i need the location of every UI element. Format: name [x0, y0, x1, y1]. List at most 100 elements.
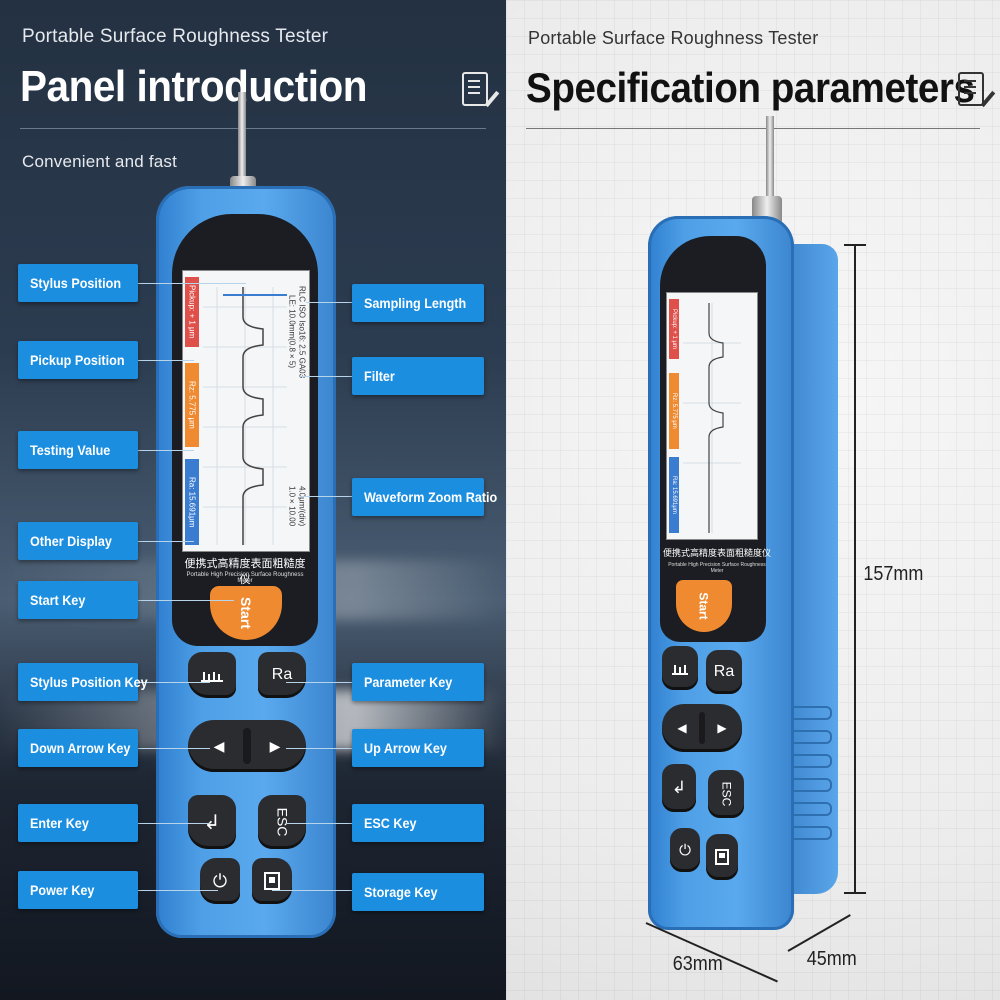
- height-dimension-label: 157mm: [863, 563, 924, 585]
- screen-tab-rz: Rz: 5.775 μm: [669, 373, 679, 449]
- parameter-key[interactable]: Ra: [258, 652, 306, 698]
- enter-icon: ↲: [203, 811, 221, 834]
- esc-key-label: ESC: [273, 807, 290, 837]
- power-icon: ⏻: [679, 841, 691, 859]
- enter-key[interactable]: ↲: [662, 764, 696, 812]
- stylus-position-key[interactable]: [662, 646, 698, 690]
- parameter-key[interactable]: Ra: [706, 650, 742, 694]
- arrow-key-pad: ◀ ▶: [662, 704, 742, 752]
- callout-down-arrow-key: Down Arrow Key: [18, 729, 138, 767]
- up-arrow-key[interactable]: ▶: [248, 720, 302, 772]
- esc-key-label: ESC: [719, 781, 733, 807]
- leader-power-key: [138, 890, 218, 891]
- document-edit-icon: [958, 72, 984, 106]
- leader-up-arrow-key: [286, 748, 352, 749]
- callout-storage-key: Storage Key: [352, 873, 484, 911]
- waveform-plot: [683, 303, 741, 533]
- leader-other-display: [138, 541, 194, 542]
- tagline: Convenient and fast: [22, 152, 178, 171]
- stylus-position-icon: [201, 672, 223, 682]
- screen-filter-text: LE: 10.0mm(0.8×5): [287, 295, 297, 369]
- power-key[interactable]: ⏻: [200, 858, 240, 904]
- grip-ridge: [760, 706, 832, 720]
- panel-introduction-section: Portable Surface Roughness Tester Panel …: [0, 0, 506, 1000]
- height-dimension-tick: [844, 892, 866, 894]
- power-icon: ⏻: [212, 870, 228, 891]
- esc-key[interactable]: ESC: [708, 770, 744, 818]
- leader-down-arrow-key: [138, 748, 210, 749]
- enter-key[interactable]: ↲: [188, 795, 236, 849]
- height-dimension-line: [854, 246, 856, 894]
- screen-tab-ra: Ra: 15.691μm: [669, 457, 679, 533]
- arrow-divider: [699, 712, 705, 744]
- enter-icon: ↲: [671, 778, 687, 797]
- leader-parameter-key: [286, 682, 352, 683]
- device-chinese-name: 便携式高精度表面粗糙度仪: [662, 548, 771, 558]
- width-dimension-label: 63mm: [672, 953, 723, 975]
- callout-start-key: Start Key: [18, 581, 138, 619]
- waveform-plot: [203, 287, 287, 545]
- leader-filter: [300, 376, 352, 377]
- right-subtitle: Portable Surface Roughness Tester: [528, 28, 819, 48]
- grip-ridge: [760, 826, 832, 840]
- stylus-probe: [766, 116, 774, 204]
- callout-testing-value: Testing Value: [18, 431, 138, 469]
- callout-enter-key: Enter Key: [18, 804, 138, 842]
- screen-tab-ra: Ra: 15.691μm: [185, 459, 199, 545]
- title-divider: [526, 128, 980, 129]
- power-key[interactable]: ⏻: [670, 828, 700, 872]
- device-chinese-name: 便携式高精度表面粗糙度仪: [184, 558, 306, 586]
- device-english-name: Portable High Precision Surface Roughnes…: [186, 572, 304, 584]
- leader-pickup-position: [138, 360, 194, 361]
- up-arrow-key[interactable]: ▶: [704, 704, 740, 752]
- stylus-position-key[interactable]: [188, 652, 236, 698]
- grip-ridge: [760, 802, 832, 816]
- stylus-probe: [238, 92, 246, 184]
- arrow-divider: [243, 728, 251, 764]
- callout-filter: Filter: [352, 357, 484, 395]
- leader-waveform-zoom: [300, 496, 352, 497]
- leader-stylus-position-key: [138, 682, 210, 683]
- device-screen: Pickup: + 1 μm Rz: 5.775 μm Ra: 15.691μm…: [182, 270, 310, 552]
- storage-key[interactable]: [252, 858, 292, 904]
- left-subtitle: Portable Surface Roughness Tester: [22, 26, 329, 47]
- callout-parameter-key: Parameter Key: [352, 663, 484, 701]
- start-key[interactable]: Start: [676, 580, 732, 632]
- device-english-name: Portable High Precision Surface Roughnes…: [668, 562, 766, 574]
- specification-section: Portable Surface Roughness Tester Specif…: [506, 0, 1000, 1000]
- storage-key[interactable]: [706, 834, 738, 880]
- down-arrow-key[interactable]: ◀: [664, 704, 700, 752]
- leader-enter-key: [138, 823, 210, 824]
- grip-ridge: [760, 730, 832, 744]
- leader-storage-key: [272, 890, 352, 891]
- screen-tab-rz: Rz: 5.775 μm: [185, 363, 199, 447]
- esc-key[interactable]: ESC: [258, 795, 306, 849]
- callout-stylus-position: Stylus Position: [18, 264, 138, 302]
- title-divider: [20, 128, 486, 129]
- screen-zoom-unit-text: 4.0μm/(div): [297, 485, 307, 527]
- right-title: Specification parameters: [526, 64, 975, 111]
- grip-ridge: [760, 778, 832, 792]
- callout-waveform-zoom-ratio: Waveform Zoom Ratio: [352, 478, 497, 516]
- callout-pickup-position: Pickup Position: [18, 341, 138, 379]
- arrow-key-pad: ◀ ▶: [188, 720, 306, 772]
- left-title: Panel introduction: [20, 62, 368, 111]
- document-edit-icon: [462, 72, 488, 106]
- callout-other-display: Other Display: [18, 522, 138, 560]
- device-screen: Pickup: + 1 μm Rz: 5.775 μm Ra: 15.691μm: [666, 292, 758, 540]
- start-key-label: Start: [697, 592, 711, 620]
- stylus-position-icon: [672, 665, 688, 675]
- leader-testing-value: [138, 450, 194, 451]
- storage-icon: [715, 849, 729, 865]
- screen-sampling-text: RLC ISO Iso16: 2.5 GA03: [297, 285, 307, 379]
- height-dimension-tick: [844, 244, 866, 246]
- down-arrow-key[interactable]: ◀: [192, 720, 246, 772]
- device-side: [786, 244, 838, 894]
- right-triangle-icon: ▶: [269, 737, 281, 754]
- depth-dimension-label: 45mm: [806, 948, 857, 970]
- parameter-key-label: Ra: [713, 663, 735, 680]
- callout-stylus-position-key: Stylus Position Key: [18, 663, 148, 701]
- callout-esc-key: ESC Key: [352, 804, 484, 842]
- leader-sampling-length: [306, 302, 352, 303]
- screen-tab-pickup: Pickup: + 1 μm: [185, 277, 199, 347]
